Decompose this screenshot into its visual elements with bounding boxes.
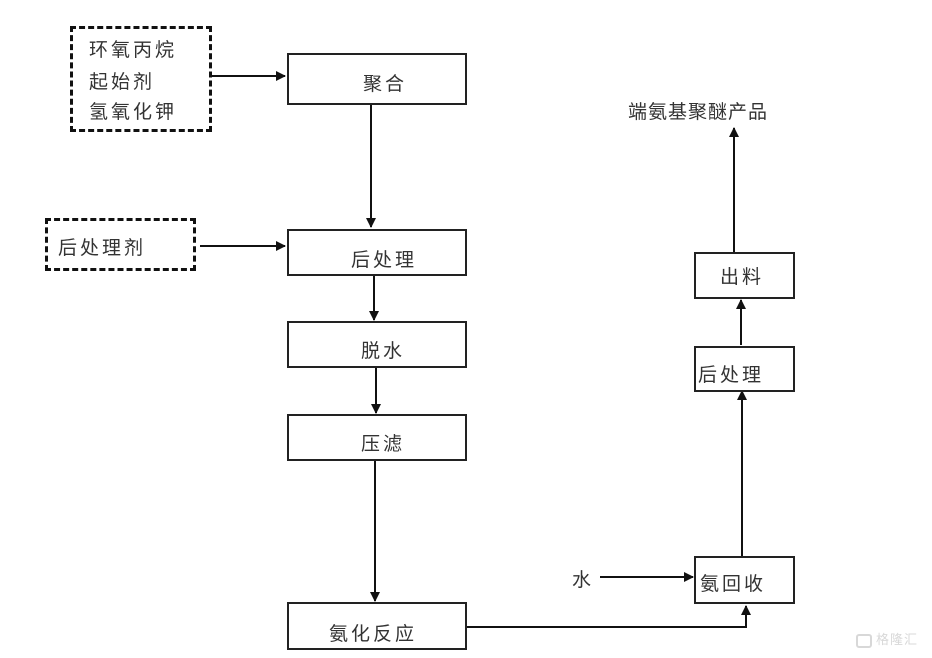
watermark-logo-icon <box>855 633 872 648</box>
arrow-amination-to-recovery <box>467 605 751 628</box>
step-post-treatment-2: 后处理 <box>694 346 795 392</box>
step-label: 后处理 <box>698 364 765 386</box>
step-label: 后处理 <box>351 249 418 271</box>
step-label: 氨化反应 <box>329 623 418 645</box>
step-discharge: 出料 <box>694 252 795 299</box>
feed-item: 氢氧化钾 <box>89 101 178 123</box>
step-label: 聚合 <box>363 73 408 95</box>
step-ammonia-recovery: 氨回收 <box>694 556 795 604</box>
step-label: 氨回收 <box>700 573 767 595</box>
step-label: 压滤 <box>361 433 406 455</box>
input-box-post-treatment-agent: 后处理剂 <box>45 218 196 271</box>
feed-item: 起始剂 <box>89 71 156 93</box>
water-input-label: 水 <box>572 569 595 591</box>
step-label: 出料 <box>720 266 765 288</box>
step-filter-press: 压滤 <box>287 414 467 461</box>
step-label: 脱水 <box>361 340 406 362</box>
step-polymerization: 聚合 <box>287 53 467 105</box>
step-amination: 氨化反应 <box>287 602 467 650</box>
post-treatment-agent-label: 后处理剂 <box>58 237 147 259</box>
step-dehydration: 脱水 <box>287 321 467 368</box>
feed-item: 环氧丙烷 <box>89 39 178 61</box>
watermark: 格隆汇 <box>855 629 918 648</box>
step-post-treatment-1: 后处理 <box>287 229 467 276</box>
watermark-text: 格隆汇 <box>875 633 918 648</box>
output-product-label: 端氨基聚醚产品 <box>628 101 769 123</box>
input-box-polymerization-feed: 环氧丙烷 起始剂 氢氧化钾 <box>70 26 212 132</box>
